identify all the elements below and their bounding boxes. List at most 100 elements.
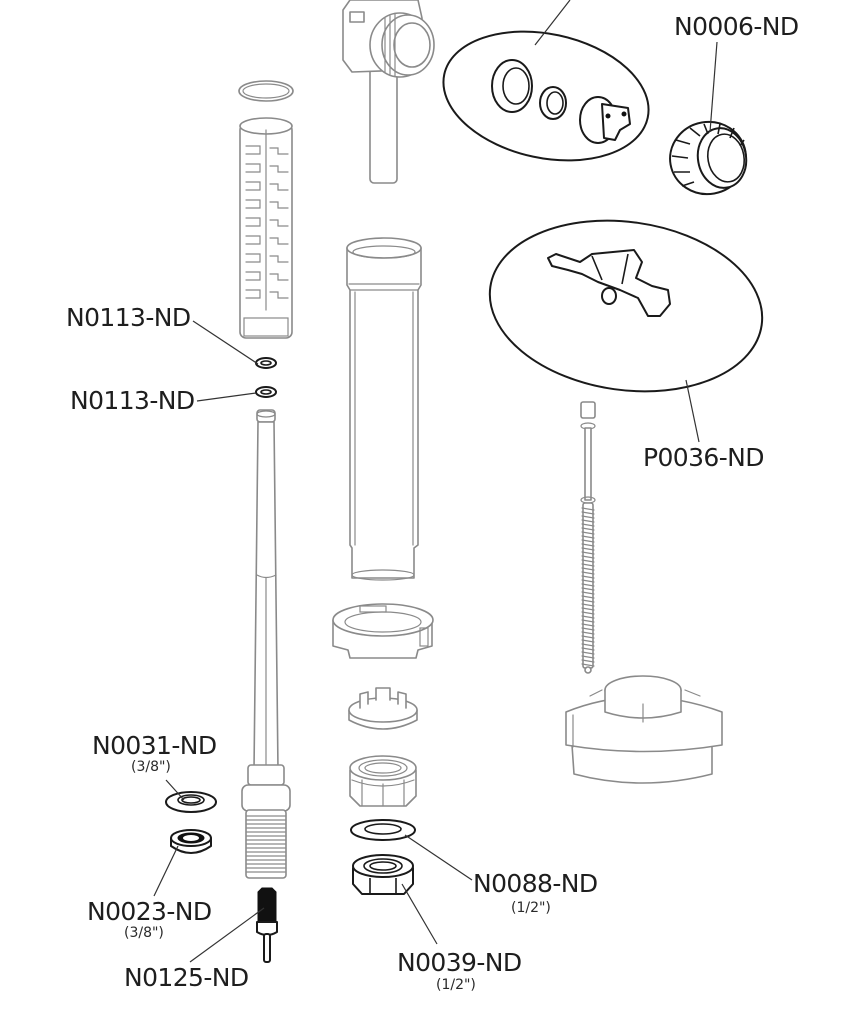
part-number-label: N0039-ND: [397, 948, 522, 977]
small-o-rings: [255, 357, 277, 398]
callout-n0039: N0039-ND (1/2"): [397, 948, 522, 993]
part-number-label: N0031-ND: [92, 731, 217, 760]
thread-line: [581, 507, 595, 511]
thread-line: [581, 531, 595, 535]
thread-line: [581, 579, 595, 583]
leader-n0023: [153, 845, 179, 897]
thread-line: [581, 535, 595, 539]
filter-slot: [269, 201, 289, 209]
filter-slot: [269, 183, 289, 191]
part-number-label: P0036-ND: [643, 443, 764, 472]
seal-kit-leader: [534, 0, 571, 46]
thread-line: [581, 511, 595, 515]
thread-line: [581, 643, 595, 647]
thread-line: [581, 547, 595, 551]
anti-siphon-tail: [256, 887, 278, 963]
leader-n0088: [404, 834, 473, 881]
thread-line: [581, 575, 595, 579]
callout-n0023: N0023-ND (3/8"): [87, 897, 212, 941]
filter-slot: [269, 255, 289, 263]
thread-line: [581, 583, 595, 587]
thread-line: [581, 523, 595, 527]
filter-slot: [245, 271, 261, 281]
thread-line: [581, 599, 595, 603]
thread-line: [581, 623, 595, 627]
leader-n0006: [709, 41, 718, 133]
callout-n0006: N0006-ND: [674, 12, 799, 41]
cone-washer: [165, 791, 217, 813]
seal-kit-group: [442, 0, 650, 162]
filter-slot: [245, 235, 261, 245]
leader-lines: [153, 41, 718, 963]
thread-line: [581, 647, 595, 651]
thread-line: [581, 611, 595, 615]
thread-line: [581, 651, 595, 655]
callout-n0088: N0088-ND (1/2"): [473, 869, 598, 916]
callout-n0031: N0031-ND (3/8"): [92, 731, 217, 775]
thread-line: [581, 567, 595, 571]
leader-n0039: [401, 883, 438, 945]
collar-clip: [348, 687, 418, 730]
thread-line: [581, 619, 595, 623]
filter-slot: [245, 289, 261, 299]
part-number-label: N0113-ND: [66, 303, 191, 332]
callout-n0113b: N0113-ND: [70, 386, 195, 415]
thread-line: [581, 631, 595, 635]
float-arm-kit-group: [488, 219, 764, 393]
part-size-label: (1/2"): [436, 977, 476, 993]
valve-head: [342, 0, 435, 184]
leader-p0036: [685, 379, 700, 443]
filter-slot: [269, 147, 289, 155]
thread-line: [581, 559, 595, 563]
thread-line: [581, 603, 595, 607]
thread-line: [581, 543, 595, 547]
thread-line: [581, 587, 595, 591]
callout-n0113a: N0113-ND: [66, 303, 191, 332]
thread-line: [581, 591, 595, 595]
thread-line: [581, 515, 595, 519]
thread-line: [581, 639, 595, 643]
coupling-nut: [349, 755, 417, 807]
thread-line: [581, 615, 595, 619]
rubber-washer: [170, 829, 212, 854]
thread-line: [581, 563, 595, 567]
filter-slot: [245, 181, 261, 191]
leader-n0113b: [196, 392, 257, 402]
shank-tube: [241, 409, 291, 879]
o-ring: [238, 80, 294, 102]
part-number-label: N0088-ND: [473, 869, 598, 898]
seal-washer: [350, 819, 416, 841]
leader-n0031: [165, 779, 185, 801]
part-number-label: N0113-ND: [70, 386, 195, 415]
part-number-label: N0023-ND: [87, 897, 212, 926]
lock-nut: [669, 120, 748, 196]
part-size-label: (3/8"): [124, 925, 164, 941]
callout-p0036: P0036-ND: [643, 443, 764, 472]
thread-line: [581, 655, 595, 659]
filter-slot: [269, 237, 289, 245]
thread-line: [581, 607, 595, 611]
part-size-label: (3/8"): [131, 759, 171, 775]
thread-line: [581, 539, 595, 543]
tall-float-cup: [346, 237, 422, 581]
filter-screen: [239, 117, 293, 339]
filter-slot: [269, 219, 289, 227]
filter-slot: [245, 163, 261, 173]
part-size-label: (1/2"): [511, 900, 551, 916]
filter-slot: [245, 217, 261, 227]
float-base: [565, 675, 723, 784]
thread-line: [581, 527, 595, 531]
callout-n0125: N0125-ND: [124, 963, 249, 992]
part-number-label: N0006-ND: [674, 12, 799, 41]
filter-slot: [269, 273, 289, 281]
leader-n0113a: [192, 320, 259, 365]
filter-slot: [245, 253, 261, 263]
thread-line: [581, 659, 595, 663]
thread-line: [581, 551, 595, 555]
thread-line: [581, 571, 595, 575]
thread-line: [581, 595, 595, 599]
thread-line: [581, 627, 595, 631]
adjustment-rod: [580, 401, 596, 674]
bayonet-ring: [332, 603, 434, 659]
